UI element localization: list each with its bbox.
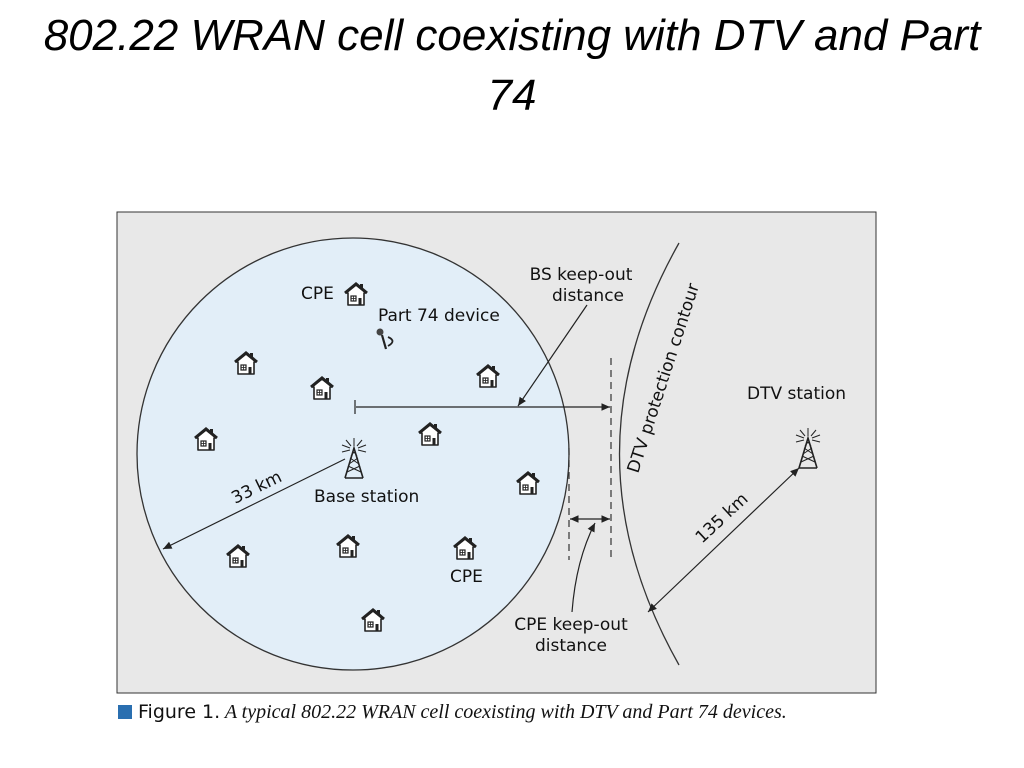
caption-text: A typical 802.22 WRAN cell coexisting wi… bbox=[224, 701, 787, 723]
cpe-keepout-pointer bbox=[571, 522, 596, 613]
label-bs-keepout-1: BS keep-out bbox=[530, 265, 633, 285]
label-cpe-bottom: CPE bbox=[450, 567, 483, 587]
label-cpe-keepout-2: distance bbox=[535, 636, 607, 656]
radius-33km-arrow bbox=[162, 458, 346, 550]
label-cpe-top: CPE bbox=[301, 284, 334, 304]
label-cpe-keepout-1: CPE keep-out bbox=[514, 615, 628, 635]
bs-keepout-pointer bbox=[517, 304, 588, 407]
label-base-station: Base station bbox=[314, 487, 419, 507]
slide-title: 802.22 WRAN cell coexisting with DTV and… bbox=[43, 11, 981, 120]
figure-caption: Figure 1. A typical 802.22 WRAN cell coe… bbox=[118, 700, 858, 724]
microphone-icon bbox=[376, 328, 394, 350]
label-dtv-station: DTV station bbox=[747, 384, 846, 404]
caption-label: Figure 1. bbox=[138, 701, 221, 723]
radius-135km-arrow bbox=[647, 467, 800, 613]
caption-marker bbox=[118, 705, 132, 719]
label-bs-keepout-2: distance bbox=[552, 286, 624, 306]
label-part74-device: Part 74 device bbox=[378, 306, 500, 326]
